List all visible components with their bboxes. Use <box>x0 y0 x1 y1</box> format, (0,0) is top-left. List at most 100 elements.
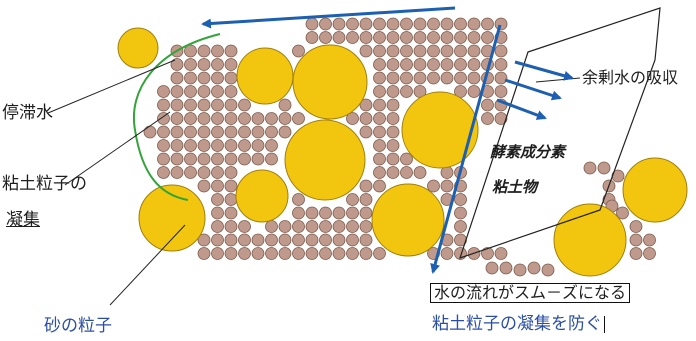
stagnant-water-boundary <box>132 33 221 201</box>
clay-particle <box>211 85 224 98</box>
clay-particle <box>197 179 211 193</box>
clay-particle <box>359 247 373 260</box>
clay-particle <box>278 233 292 247</box>
clay-particle <box>346 220 359 233</box>
clay-particle <box>211 166 224 179</box>
clay-particle <box>251 247 265 260</box>
clay-particle <box>184 112 197 125</box>
clay-particle <box>373 58 386 71</box>
clay-particle <box>184 152 197 166</box>
clay-particle <box>541 263 555 277</box>
clay-particle <box>197 139 211 152</box>
clay-particle <box>238 152 251 166</box>
clay-particle <box>292 44 305 58</box>
clay-particle <box>386 98 400 112</box>
clay-particle <box>427 71 440 85</box>
leader-line-excess <box>535 77 581 83</box>
clay-particle <box>413 71 427 85</box>
clay-particle <box>170 125 184 139</box>
clay-particle <box>197 85 211 98</box>
clay-particle <box>643 247 656 260</box>
clay-particle <box>319 233 332 247</box>
clay-particle <box>386 112 400 125</box>
clay-particle <box>211 247 224 260</box>
label-prevent-aggregation: 粘土粒子の凝集を防ぐ <box>432 316 605 333</box>
clay-particle <box>494 71 508 85</box>
clay-particle <box>292 247 305 260</box>
clay-particle <box>170 85 184 98</box>
clay-particle <box>211 193 224 206</box>
clay-particle <box>427 58 440 71</box>
clay-particle <box>454 17 467 31</box>
sand-particle <box>138 184 206 252</box>
clay-particles-group <box>143 17 656 277</box>
clay-particle <box>211 139 224 152</box>
clay-particle <box>467 44 481 58</box>
clay-particle <box>359 98 373 112</box>
clay-particle <box>597 161 611 175</box>
clay-particle <box>454 31 467 44</box>
clay-particle <box>485 261 499 275</box>
clay-particle <box>494 58 508 71</box>
clay-particle <box>373 85 386 98</box>
clay-particle <box>157 85 170 98</box>
clay-particle <box>184 125 197 139</box>
clay-particle <box>305 220 319 233</box>
clay-particle <box>386 71 400 85</box>
clay-particle <box>224 193 238 206</box>
leader-line-sand <box>109 224 186 306</box>
clay-particle <box>346 112 359 125</box>
sand-particles-group <box>117 27 688 277</box>
clay-particle <box>359 233 373 247</box>
clay-particle <box>224 220 238 233</box>
clay-particle <box>346 31 359 44</box>
clay-particle <box>251 112 265 125</box>
clay-particle <box>238 125 251 139</box>
clay-particle <box>211 220 224 233</box>
clay-particle <box>467 17 481 31</box>
absorb-arrow-3 <box>496 98 547 120</box>
clay-particle <box>265 125 278 139</box>
clay-particle <box>386 166 400 179</box>
clay-particle <box>211 179 224 193</box>
clay-particle <box>157 166 170 179</box>
label-clay-particles: 粘土粒子の <box>2 174 87 194</box>
clay-particle <box>319 17 332 31</box>
clay-particle <box>184 85 197 98</box>
clay-particle <box>400 17 413 31</box>
clay-particle <box>481 112 494 125</box>
clay-particle <box>400 31 413 44</box>
clay-particle <box>386 152 400 166</box>
clay-particle <box>184 98 197 112</box>
clay-particle <box>400 166 413 179</box>
clay-particle <box>346 233 359 247</box>
clay-particle <box>224 166 238 179</box>
clay-particle <box>427 17 440 31</box>
clay-particle <box>467 85 481 98</box>
down-flow-arrow <box>430 24 502 274</box>
clay-particle <box>278 125 292 139</box>
clay-particle <box>400 58 413 71</box>
clay-particle <box>629 247 643 260</box>
sand-particle <box>284 119 366 201</box>
clay-particle <box>359 206 373 220</box>
clay-particle <box>224 139 238 152</box>
clay-particle <box>494 247 508 260</box>
sand-particle <box>292 44 368 120</box>
clay-particle <box>238 112 251 125</box>
clay-particle <box>373 44 386 58</box>
clay-particle <box>251 139 265 152</box>
clay-particle <box>157 139 170 152</box>
clay-particle <box>278 247 292 260</box>
clay-particle <box>197 247 211 260</box>
clay-particle <box>454 44 467 58</box>
clay-particle <box>170 152 184 166</box>
clay-particle <box>211 125 224 139</box>
clay-particle <box>373 247 386 260</box>
clay-particle <box>643 233 656 247</box>
clay-particle <box>292 220 305 233</box>
clay-particle <box>238 139 251 152</box>
clay-particle <box>467 71 481 85</box>
leader-line-stagnant <box>47 59 176 114</box>
clay-particle <box>211 233 224 247</box>
